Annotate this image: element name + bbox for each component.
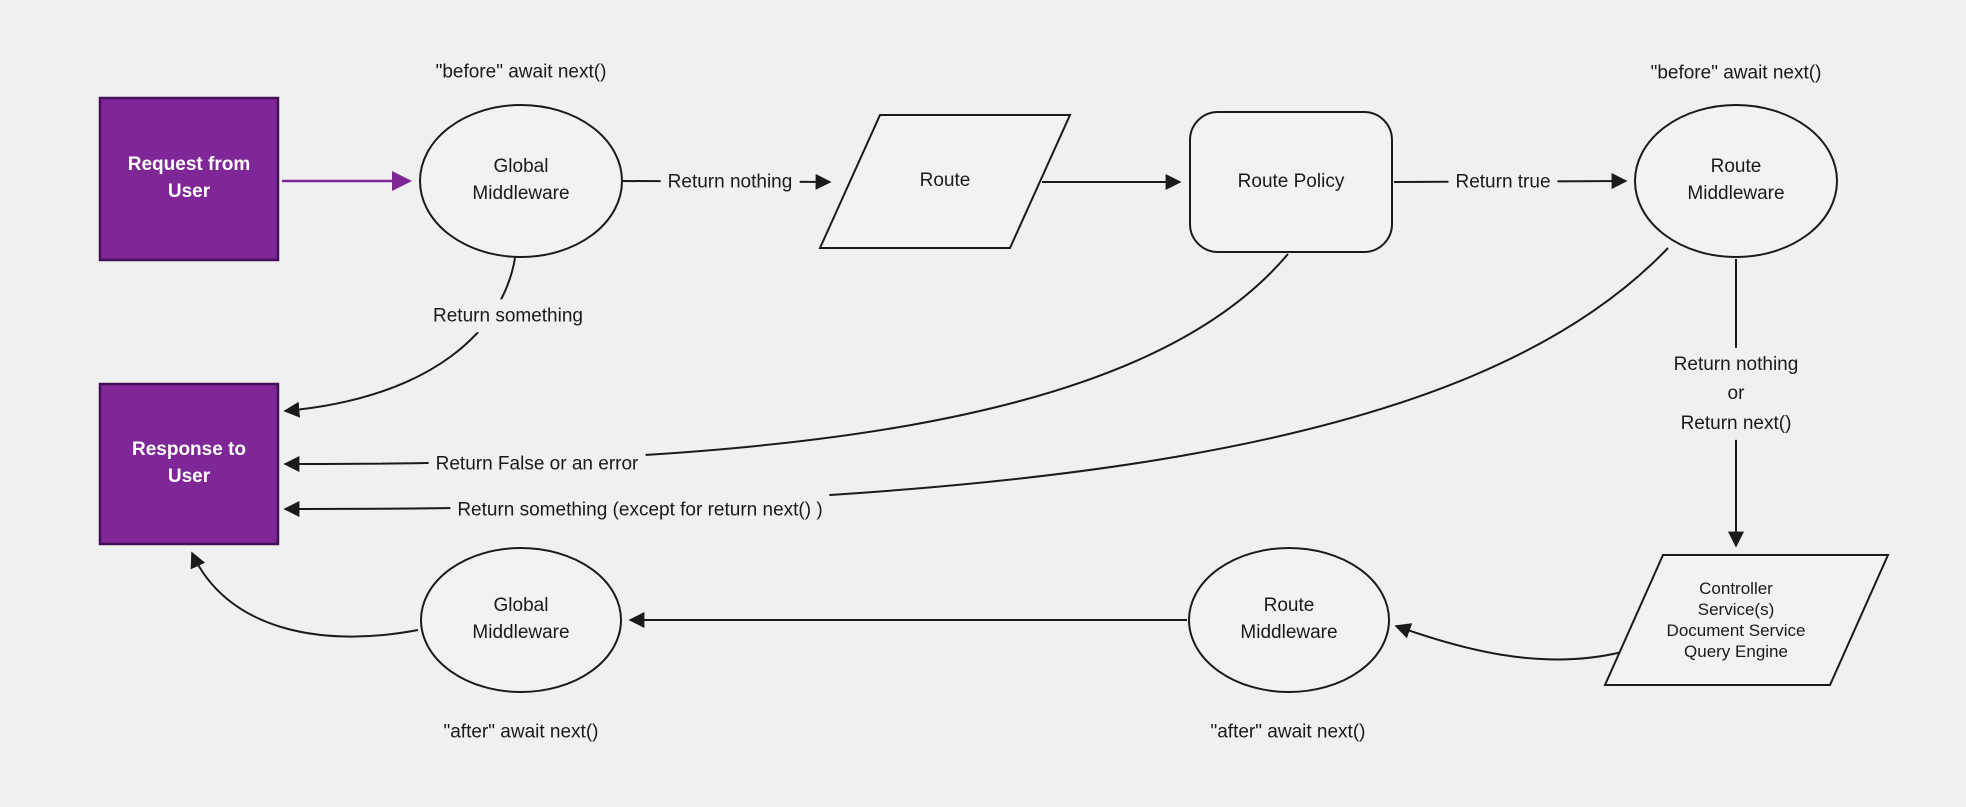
edge-global-middleware-return-something-to-response [283, 257, 516, 418]
global-middleware-bottom-node [420, 547, 622, 693]
edge-route-middleware-return-something-to-response [283, 247, 1669, 518]
route-policy-node [1189, 111, 1393, 253]
route-middleware-bottom-node [1188, 547, 1390, 693]
edge-route-policy-return-false-to-response [283, 253, 1289, 473]
controller-services-node [1603, 554, 1890, 686]
edge-global-middleware-bottom-to-response [190, 551, 419, 638]
route-middleware-top-node [1634, 104, 1838, 258]
request-from-user-node [98, 96, 280, 262]
global-middleware-top-node [419, 104, 623, 258]
edge-route-policy-to-route-middleware [1393, 173, 1628, 190]
route-node [818, 114, 1072, 249]
response-to-user-node [98, 382, 280, 546]
edge-global-middleware-to-route [622, 173, 832, 190]
edge-controller-to-route-middleware-bottom [1394, 623, 1623, 661]
